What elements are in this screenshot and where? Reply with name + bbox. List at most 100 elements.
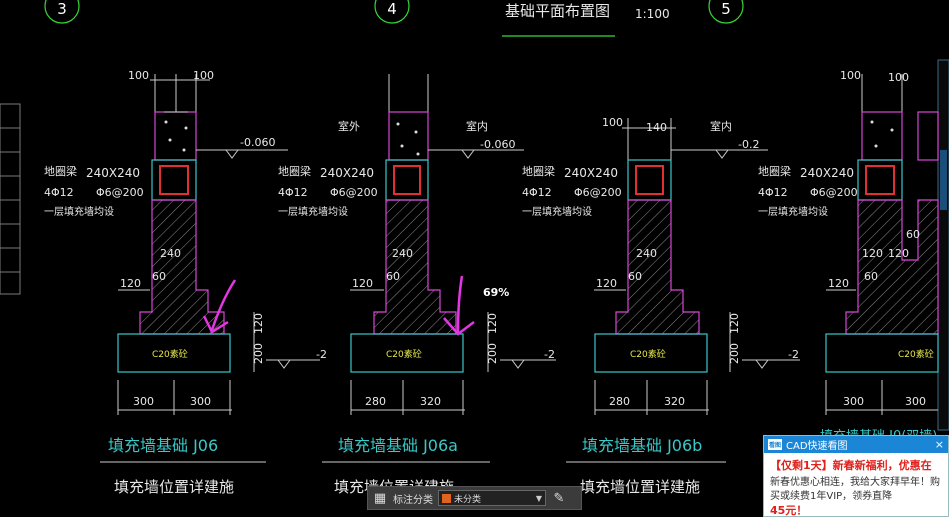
svg-text:60: 60	[152, 270, 166, 283]
detail-name: 填充墙基础 J06	[108, 436, 218, 455]
svg-text:-2: -2	[544, 348, 555, 361]
svg-text:240X240: 240X240	[320, 166, 374, 180]
popup-headline: 【仅剩1天】新春新福利，优惠在	[770, 459, 932, 472]
svg-text:Φ6@200: Φ6@200	[810, 186, 858, 199]
svg-text:120: 120	[352, 277, 373, 290]
svg-text:一层填充墙均设: 一层填充墙均设	[44, 205, 114, 218]
promo-popup: 看图 CAD快速看图 × 【仅剩1天】新春新福利，优惠在 新春优惠心相连，我给大…	[763, 435, 949, 517]
annotation-category-select[interactable]: 未分类 ▼	[438, 490, 546, 506]
svg-text:一层填充墙均设: 一层填充墙均设	[278, 205, 348, 218]
svg-text:60: 60	[906, 228, 920, 241]
grid-bubble-4: 4	[374, 0, 410, 24]
category-selected-value: 未分类	[454, 494, 482, 505]
svg-text:C20素砼: C20素砼	[898, 348, 934, 360]
svg-text:120: 120	[728, 313, 741, 334]
svg-text:地圈梁: 地圈梁	[522, 164, 555, 178]
annotation-category-label: 标注分类	[393, 494, 433, 506]
svg-text:4Φ12: 4Φ12	[758, 186, 788, 199]
svg-text:60: 60	[628, 270, 642, 283]
popup-title: CAD快速看图	[786, 441, 848, 452]
svg-text:-0.060: -0.060	[480, 138, 515, 151]
top-dim-right: 100	[193, 69, 214, 82]
svg-text:240: 240	[636, 247, 657, 260]
svg-text:Φ6@200: Φ6@200	[574, 186, 622, 199]
svg-text:200: 200	[252, 343, 265, 364]
detail-j06a: 室外 室内 -0.060 240 60 120 C20素砼 120 200 -2…	[278, 74, 556, 496]
svg-text:120: 120	[252, 313, 265, 334]
svg-text:240: 240	[392, 247, 413, 260]
drawing-title: 基础平面布置图	[505, 2, 610, 20]
svg-text:Φ6@200: Φ6@200	[330, 186, 378, 199]
svg-text:280: 280	[365, 395, 386, 408]
svg-text:室内: 室内	[466, 119, 488, 133]
svg-text:300: 300	[190, 395, 211, 408]
svg-text:120: 120	[596, 277, 617, 290]
svg-text:4Φ12: 4Φ12	[278, 186, 308, 199]
svg-text:-0.2: -0.2	[738, 138, 759, 151]
svg-text:320: 320	[420, 395, 441, 408]
svg-text:60: 60	[386, 270, 400, 283]
svg-text:地圈梁: 地圈梁	[44, 164, 77, 178]
svg-text:3: 3	[57, 0, 67, 18]
svg-text:240: 240	[160, 247, 181, 260]
popup-header: 看图 CAD快速看图 ×	[764, 436, 948, 453]
detail-j06: 100 100 -0.060 240 60 120 C20素砼 120 200 …	[44, 69, 327, 496]
edit-icon[interactable]: ✎	[553, 490, 565, 506]
svg-text:120: 120	[486, 313, 499, 334]
detail-name: 填充墙基础 J06b	[582, 436, 702, 455]
svg-text:地圈梁: 地圈梁	[758, 164, 791, 178]
elev-top: -0.060	[240, 136, 275, 149]
svg-text:C20素砼: C20素砼	[630, 348, 666, 360]
svg-text:4: 4	[387, 0, 397, 18]
svg-text:C20素砼: C20素砼	[152, 348, 188, 360]
svg-text:60: 60	[864, 270, 878, 283]
grid-bubble-3: 3	[44, 0, 80, 24]
svg-text:室内: 室内	[710, 119, 732, 133]
drawing-scale: 1:100	[635, 7, 670, 21]
svg-text:320: 320	[664, 395, 685, 408]
svg-text:200: 200	[728, 343, 741, 364]
svg-text:100: 100	[888, 71, 909, 84]
grid-view-icon[interactable]: ▦	[373, 490, 387, 506]
app-logo-icon: 看图	[768, 439, 782, 450]
close-icon[interactable]: ×	[934, 438, 944, 451]
svg-text:300: 300	[905, 395, 926, 408]
svg-text:120: 120	[828, 277, 849, 290]
svg-text:室外: 室外	[338, 119, 360, 133]
chevron-down-icon: ▼	[535, 493, 542, 503]
annotation-category-toolbar: ▦ 标注分类 未分类 ▼ ✎	[367, 486, 582, 510]
top-dim-left: 100	[128, 69, 149, 82]
svg-text:-2: -2	[316, 348, 327, 361]
svg-text:-2: -2	[788, 348, 799, 361]
grid-bubble-5: 5	[708, 0, 744, 24]
detail-name: 填充墙基础 J06a	[338, 436, 458, 455]
svg-text:一层填充墙均设: 一层填充墙均设	[758, 205, 828, 218]
detail-j0-double-wall: 100 100 60 120 120 60 120 C20素砼 300 300 …	[758, 69, 939, 444]
popup-body[interactable]: 【仅剩1天】新春新福利，优惠在 新春优惠心相连，我给大家拜早年！购买或续费1年V…	[764, 453, 948, 517]
svg-text:Φ6@200: Φ6@200	[96, 186, 144, 199]
svg-text:一层填充墙均设: 一层填充墙均设	[522, 205, 592, 218]
svg-text:240X240: 240X240	[564, 166, 618, 180]
right-scrollbar[interactable]	[937, 59, 949, 431]
svg-text:120: 120	[120, 277, 141, 290]
svg-text:4Φ12: 4Φ12	[44, 186, 74, 199]
zoom-percent-indicator: 69%	[483, 286, 510, 299]
category-color-swatch	[442, 493, 451, 503]
svg-text:200: 200	[486, 343, 499, 364]
left-panel-stub	[0, 103, 21, 295]
svg-text:240X240: 240X240	[800, 166, 854, 180]
svg-text:地圈梁: 地圈梁	[278, 164, 311, 178]
svg-text:300: 300	[843, 395, 864, 408]
detail-subtitle: 填充墙位置详建施	[114, 478, 234, 496]
popup-price: 45元！	[770, 504, 808, 517]
detail-j06b: 100 140 室内 -0.2 240 60 120 C20素砼 120 200…	[522, 116, 800, 496]
svg-text:140: 140	[646, 121, 667, 134]
svg-text:4Φ12: 4Φ12	[522, 186, 552, 199]
svg-text:120: 120	[888, 247, 909, 260]
svg-text:240X240: 240X240	[86, 166, 140, 180]
popup-text: 新春优惠心相连，我给大家拜早年！购买或续费1年VIP，领券直降 45元！	[770, 477, 940, 517]
svg-text:300: 300	[133, 395, 154, 408]
svg-text:100: 100	[840, 69, 861, 82]
svg-text:5: 5	[721, 0, 731, 18]
detail-subtitle: 填充墙位置详建施	[580, 478, 700, 496]
